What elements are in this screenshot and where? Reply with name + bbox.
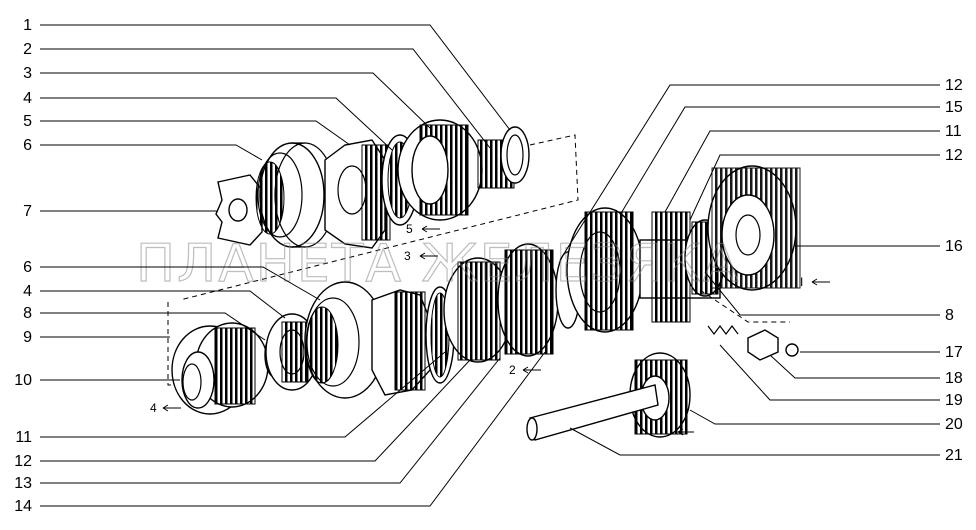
detent-block-part <box>747 329 779 361</box>
callout-label: 7 <box>23 203 32 220</box>
watermark-text: ПЛАНЕТА ЖЕЛЕЗЯКА <box>136 234 740 294</box>
gear-part-14 <box>497 243 559 357</box>
callout-label: 21 <box>945 447 963 464</box>
callout-label: 12 <box>14 453 32 470</box>
synchronizer-sleeve-part <box>255 142 336 248</box>
callout-label: 17 <box>945 344 963 361</box>
callout-label: 13 <box>14 475 32 492</box>
callout-label: 6 <box>23 137 32 154</box>
gear-part-16 <box>707 165 801 291</box>
direction-mark: I <box>800 275 803 289</box>
direction-mark: 2 <box>509 363 516 377</box>
direction-mark-labels: 5 3 2 4 I <box>150 222 803 415</box>
callout-label: 3 <box>23 65 32 82</box>
synchronizer-hub-part <box>324 139 391 249</box>
callout-label: 10 <box>14 372 32 389</box>
spring-part <box>707 325 739 335</box>
gear-part-15 <box>566 207 644 333</box>
direction-mark: 5 <box>406 222 413 236</box>
callout-label: 12 <box>945 147 963 164</box>
direction-arrows <box>162 225 830 436</box>
gear-part-3 <box>397 119 483 221</box>
gear-part-9 <box>171 322 269 415</box>
callout-label: 18 <box>945 370 963 387</box>
direction-mark: 3 <box>404 249 411 263</box>
callout-label: 16 <box>945 238 963 255</box>
callout-label: 8 <box>23 305 32 322</box>
reverse-idler-gear <box>629 352 691 438</box>
reverse-idler-shaft <box>526 384 659 441</box>
callout-label: 19 <box>945 392 963 409</box>
upper-shaft-assembly <box>179 119 579 301</box>
bushing-part <box>500 126 530 184</box>
ball-part <box>785 343 799 357</box>
synchronizer-sleeve-part-lower <box>304 281 386 399</box>
callout-label: 4 <box>23 283 32 300</box>
callout-label: 15 <box>945 99 963 116</box>
callout-label: 9 <box>23 329 32 346</box>
direction-mark: 4 <box>150 401 157 415</box>
leader-lines <box>40 24 940 507</box>
callout-label: 8 <box>945 307 954 324</box>
callout-label: 5 <box>23 113 32 130</box>
gear-part-13 <box>443 257 513 363</box>
callout-label: 4 <box>23 90 32 107</box>
callout-label: 6 <box>23 259 32 276</box>
callout-label: 14 <box>14 498 32 515</box>
callout-label: 11 <box>945 123 962 140</box>
callout-labels-left: 1 2 3 4 5 6 7 6 4 8 9 10 11 12 13 14 <box>14 17 32 515</box>
lock-plate-part <box>215 174 263 246</box>
right-shaft-assembly <box>526 165 801 441</box>
callout-labels-right: 12 15 11 12 16 8 17 18 19 20 21 <box>945 77 963 464</box>
callout-label: 12 <box>945 77 963 94</box>
lower-shaft-assembly <box>167 243 581 415</box>
callout-label: 1 <box>23 17 32 34</box>
callout-label: 2 <box>23 41 32 58</box>
callout-label: 11 <box>15 429 32 446</box>
callout-label: 20 <box>945 416 963 433</box>
